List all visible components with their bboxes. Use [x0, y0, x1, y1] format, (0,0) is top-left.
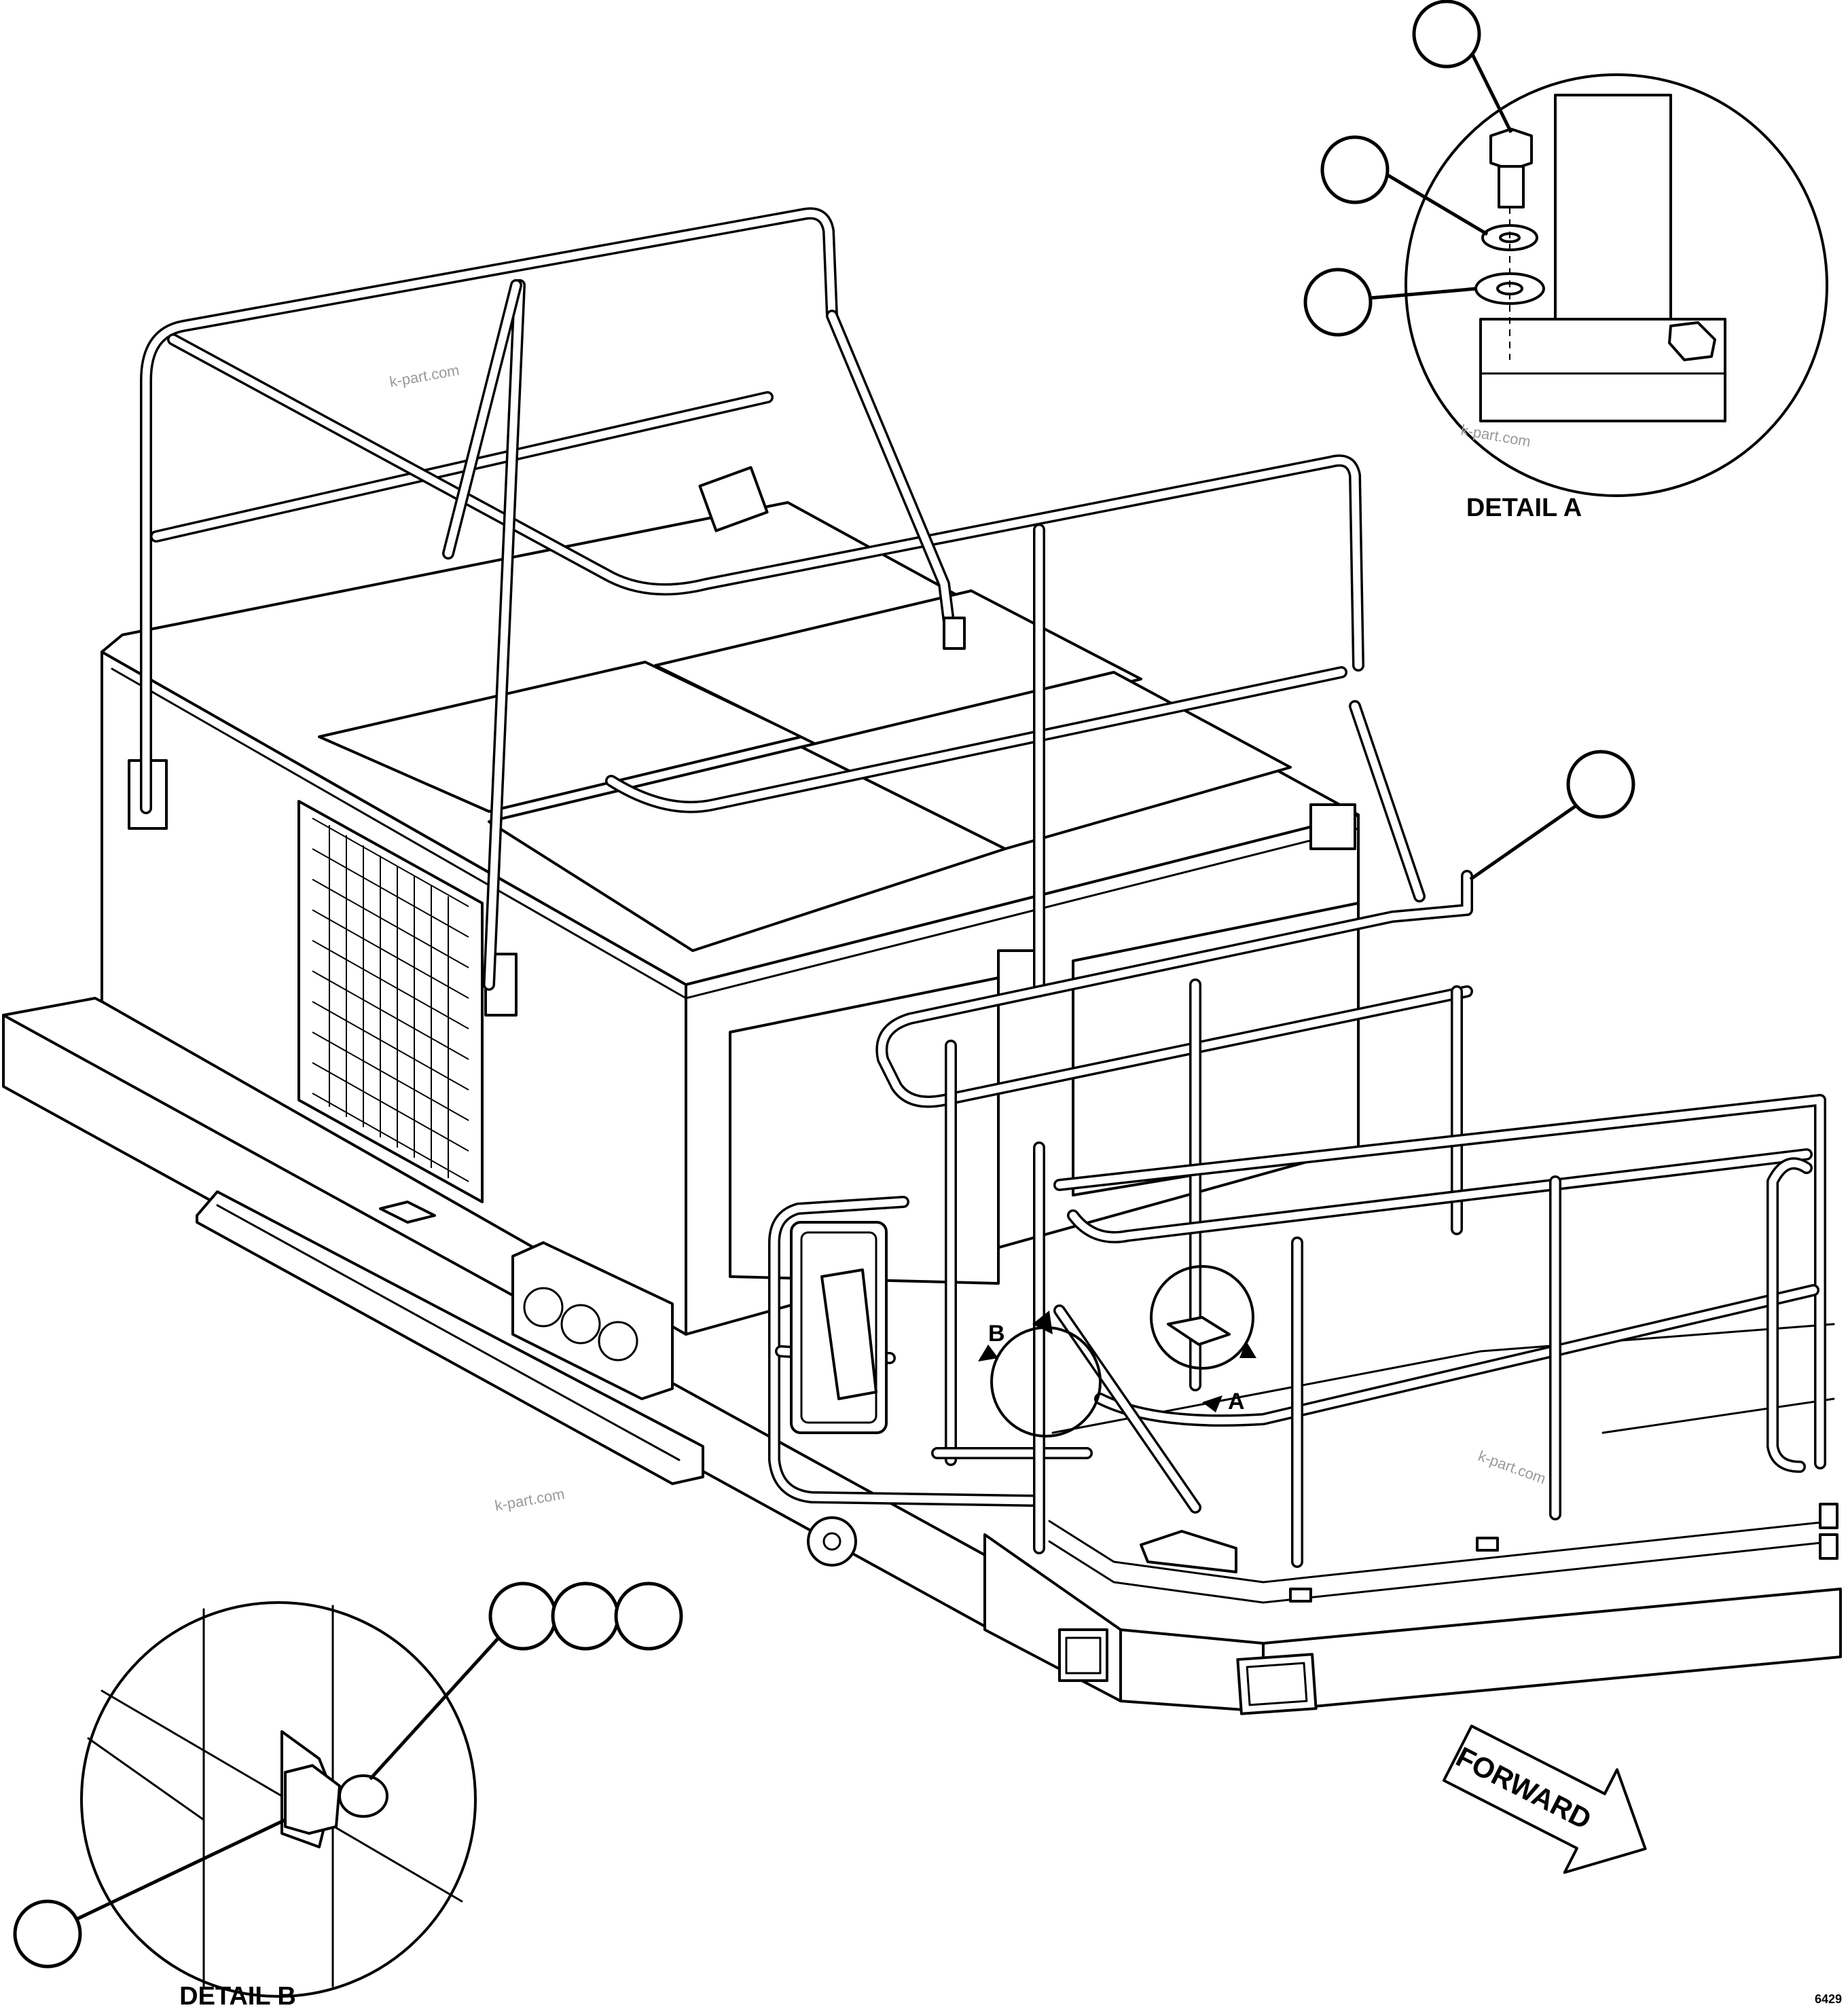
callout-b1 [488, 1581, 558, 1651]
callout-rail [1566, 750, 1635, 819]
callout-a1 [1412, 0, 1481, 69]
callout-b2 [551, 1581, 620, 1651]
watermark: k-part.com [494, 1485, 566, 1514]
figure-code: 6429 [1815, 1992, 1842, 2006]
detail-a-view: DETAIL A [1303, 0, 1828, 522]
callout-a2 [1320, 135, 1390, 204]
watermark: k-part.com [1476, 1447, 1548, 1487]
watermark: k-part.com [388, 361, 461, 390]
rotation-indicator-a: A [1150, 1265, 1256, 1414]
detail-a-title: DETAIL A [1466, 494, 1582, 522]
callout-a3 [1303, 268, 1373, 337]
forward-arrow: FORWARD [1442, 1724, 1647, 1874]
view-label-a: A [1228, 1389, 1245, 1414]
callout-b3 [614, 1581, 683, 1651]
detail-b-title: DETAIL B [179, 1982, 296, 2009]
detail-b-view: DETAIL B [13, 1581, 683, 2011]
vent-louver-grid [312, 818, 469, 1182]
rotation-indicator-b: B [978, 1311, 1102, 1438]
front-guard-rail [768, 870, 1826, 1573]
view-label-b: B [988, 1321, 1005, 1347]
fan-housing [511, 1241, 674, 1400]
rear-guard-rail [140, 207, 1426, 998]
main-callout-group [1469, 750, 1635, 881]
callout-b4 [13, 1899, 82, 1969]
